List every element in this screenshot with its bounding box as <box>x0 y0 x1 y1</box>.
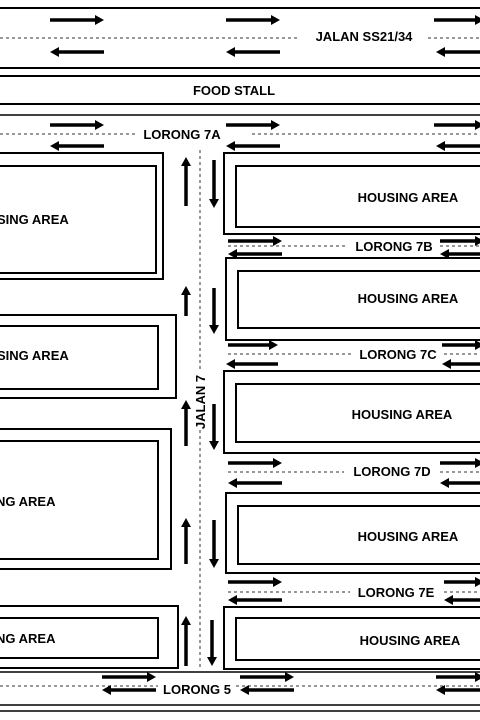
traffic-arrows <box>50 15 480 695</box>
arrow-icon <box>442 359 480 369</box>
housing-area-left-4: NG AREA <box>0 631 56 646</box>
housing-block-right-5-inner <box>235 617 480 661</box>
arrow-icon <box>207 620 217 666</box>
arrow-icon <box>228 577 282 587</box>
housing-area-right-2: HOUSING AREA <box>358 291 459 306</box>
arrow-icon <box>442 340 480 350</box>
arrow-icon <box>440 458 480 468</box>
arrow-icon <box>50 120 104 130</box>
road-label-lorong-5: LORONG 5 <box>163 682 231 697</box>
food-stall: FOOD STALL <box>0 75 480 105</box>
road-jalan-ss21-34: JALAN SS21/34 <box>0 7 480 69</box>
arrow-icon <box>226 120 280 130</box>
housing-block-right-3-inner <box>235 383 480 443</box>
arrow-icon <box>181 518 191 564</box>
housing-block-left-1-inner <box>0 165 157 274</box>
road-label-jalan-ss21-34: JALAN SS21/34 <box>316 29 414 44</box>
housing-area-right-4: HOUSING AREA <box>358 529 459 544</box>
road-lorong-5: LORONG 5 <box>0 671 480 712</box>
housing-block-left-2-inner <box>0 325 159 390</box>
arrow-icon <box>436 141 480 151</box>
arrow-icon <box>209 288 219 334</box>
arrow-icon <box>228 249 282 259</box>
arrow-icon <box>209 404 219 450</box>
housing-block-left-4-inner <box>0 617 159 659</box>
arrow-icon <box>228 236 282 246</box>
arrow-icon <box>50 47 104 57</box>
arrow-icon <box>102 685 156 695</box>
arrow-icon <box>228 478 282 488</box>
arrow-icon <box>228 340 278 350</box>
arrow-icon <box>240 685 294 695</box>
road-lorong-7a: LORONG 7A <box>0 114 480 142</box>
road-label-lorong-7b: LORONG 7B <box>355 239 432 254</box>
arrow-icon <box>434 120 480 130</box>
housing-area-right-5: HOUSING AREA <box>360 633 461 648</box>
arrow-icon <box>228 458 282 468</box>
housing-area-left-3: NG AREA <box>0 494 56 509</box>
food-stall-label: FOOD STALL <box>193 83 275 98</box>
arrow-icon <box>102 672 156 682</box>
arrow-icon <box>440 236 480 246</box>
road-label-lorong-7a: LORONG 7A <box>143 127 221 142</box>
arrow-icon <box>440 249 480 259</box>
arrow-icon <box>444 595 480 605</box>
arrow-icon <box>181 286 191 316</box>
housing-block-right-2-inner <box>237 270 480 329</box>
arrow-icon <box>181 400 191 446</box>
right-blocks: HOUSING AREA HOUSING AREA HOUSING AREA H… <box>223 152 480 670</box>
road-label-lorong-7c: LORONG 7C <box>359 347 437 362</box>
road-label-lorong-7e: LORONG 7E <box>358 585 435 600</box>
arrow-icon <box>436 47 480 57</box>
arrow-icon <box>434 15 480 25</box>
arrow-icon <box>50 141 104 151</box>
arrow-icon <box>50 15 104 25</box>
arrow-icon <box>228 595 282 605</box>
arrow-icon <box>226 47 280 57</box>
arrow-icon <box>240 672 294 682</box>
housing-area-left-1: SING AREA <box>0 212 69 227</box>
arrow-icon <box>181 616 191 666</box>
arrow-icon <box>436 685 480 695</box>
arrow-icon <box>440 478 480 488</box>
arrow-icon <box>226 15 280 25</box>
left-blocks: SING AREA SING AREA NG AREA NG AREA <box>0 152 179 669</box>
side-roads: LORONG 7B LORONG 7C LORONG 7D LORONG 7E <box>228 239 480 600</box>
housing-area-left-2: SING AREA <box>0 348 69 363</box>
road-jalan-7: JALAN 7 <box>193 150 208 670</box>
road-label-jalan-7: JALAN 7 <box>193 375 208 429</box>
arrow-icon <box>444 577 480 587</box>
arrow-icon <box>226 359 278 369</box>
road-label-lorong-7d: LORONG 7D <box>353 464 430 479</box>
housing-block-left-3-inner <box>0 440 159 560</box>
housing-block-right-1-inner <box>235 165 480 228</box>
arrow-icon <box>226 141 280 151</box>
housing-block-right-4-inner <box>237 505 480 565</box>
arrow-icon <box>209 160 219 208</box>
housing-area-right-3: HOUSING AREA <box>352 407 453 422</box>
housing-area-right-1: HOUSING AREA <box>358 190 459 205</box>
arrow-icon <box>181 157 191 206</box>
arrow-icon <box>436 672 480 682</box>
arrow-icon <box>209 520 219 568</box>
